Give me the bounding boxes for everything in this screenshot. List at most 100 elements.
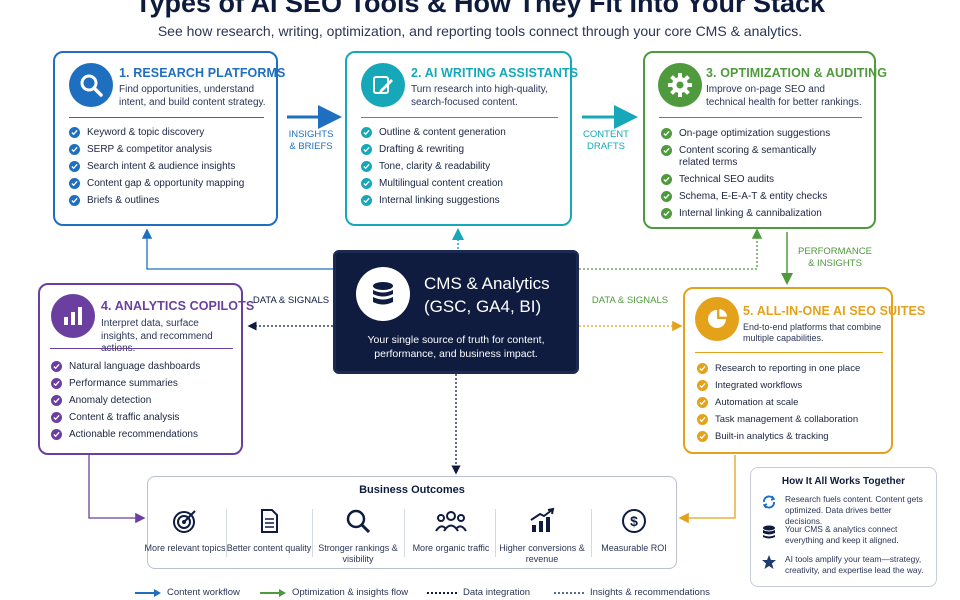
check-icon <box>361 161 372 172</box>
how-item: Your CMS & analytics connect everything … <box>761 524 927 546</box>
card-title: 4. ANALYTICS COPILOTS <box>101 299 255 313</box>
people-icon <box>435 511 467 532</box>
how-item: AI tools amplify your team—strategy, cre… <box>761 554 927 576</box>
check-icon <box>697 397 708 408</box>
card-title: 5. ALL-IN-ONE AI SEO SUITES <box>743 304 926 318</box>
bullet-list: On-page optimization suggestions Content… <box>661 128 836 225</box>
outcome-label: Measurable ROI <box>601 543 667 553</box>
list-item: Built-in analytics & tracking <box>697 431 887 443</box>
check-icon <box>697 363 708 374</box>
list-item: Search intent & audience insights <box>69 161 269 173</box>
bullet-list: Outline & content generation Drafting & … <box>361 127 566 212</box>
check-icon <box>51 395 62 406</box>
outcome-label: More organic traffic <box>412 543 490 553</box>
arrow-cms-to-optimization <box>579 228 763 270</box>
list-item: Briefs & outlines <box>69 195 269 207</box>
divider <box>591 509 592 557</box>
divider <box>226 509 227 557</box>
cms-analytics-hub[interactable]: CMS & Analytics (GSC, GA4, BI) Your sing… <box>333 250 579 374</box>
check-icon <box>69 127 80 138</box>
check-icon <box>661 208 672 219</box>
database-icon <box>356 267 410 321</box>
check-icon <box>697 431 708 442</box>
outcome-item: Stronger rankings & visibility <box>314 507 402 565</box>
magnifier-icon <box>69 63 113 107</box>
page-title: Types of AI SEO Tools & How They Fit Int… <box>134 0 826 18</box>
outcome-label: Better content quality <box>226 543 312 553</box>
card-divider <box>50 348 233 349</box>
card-divider <box>69 117 264 118</box>
outcome-label: Stronger rankings & visibility <box>318 543 398 564</box>
gear-icon <box>658 63 702 107</box>
check-icon <box>361 195 372 206</box>
check-icon <box>697 414 708 425</box>
list-item: Natural language dashboards <box>51 361 236 373</box>
card-divider <box>695 352 883 353</box>
flow-label-insights-briefs: INSIGHTS& BRIEFS <box>288 129 334 152</box>
legend-insights-recommendations: Insights & recommendations <box>554 587 710 598</box>
check-icon <box>661 174 672 185</box>
divider <box>312 509 313 557</box>
check-icon <box>51 412 62 423</box>
list-item: On-page optimization suggestions <box>661 128 836 140</box>
check-icon <box>51 361 62 372</box>
outcome-item: Higher conversions & revenue <box>498 507 586 565</box>
outcome-item: More relevant topics <box>141 507 229 554</box>
how-it-works-panel: How It All Works Together Research fuels… <box>750 467 937 587</box>
check-icon <box>361 127 372 138</box>
search-icon <box>346 509 371 534</box>
card-description: Improve on-page SEO and technical health… <box>706 84 862 108</box>
flow-label-data-signals-left: DATA & SIGNALS <box>252 295 330 306</box>
card-research-platforms[interactable]: 1. RESEARCH PLATFORMS Find opportunities… <box>53 51 285 226</box>
bullet-list: Natural language dashboards Performance … <box>51 361 236 446</box>
card-title: 1. RESEARCH PLATFORMS <box>119 66 286 80</box>
divider <box>495 509 496 557</box>
business-outcomes-panel: Business Outcomes More relevant topics B… <box>144 476 677 569</box>
check-icon <box>361 144 372 155</box>
check-icon <box>697 380 708 391</box>
list-item: Integrated workflows <box>697 380 887 392</box>
bar-chart-icon <box>51 294 95 338</box>
list-item: Task management & collaboration <box>697 414 887 426</box>
divider <box>404 509 405 557</box>
legend-content-workflow: Content workflow <box>135 587 240 598</box>
pencil-icon <box>361 63 405 107</box>
card-description: Interpret data, surface insights, and re… <box>101 318 213 354</box>
card-title: 3. OPTIMIZATION & AUDITING <box>706 66 888 80</box>
list-item: Performance summaries <box>51 378 236 390</box>
growth-chart-icon <box>530 507 555 532</box>
database-icon <box>763 525 775 539</box>
how-title: How It All Works Together <box>781 476 906 487</box>
card-title: 2. AI WRITING ASSISTANTS <box>411 66 579 80</box>
list-item: Drafting & rewriting <box>361 144 566 156</box>
card-all-in-one-suites[interactable]: 5. ALL-IN-ONE AI SEO SUITES End-to-end p… <box>683 287 925 454</box>
cycle-icon <box>762 495 776 509</box>
legend-data-integration: Data integration <box>427 587 531 598</box>
list-item: Tone, clarity & readability <box>361 161 566 173</box>
list-item: Research to reporting in one place <box>697 363 887 375</box>
card-analytics-copilots[interactable]: 4. ANALYTICS COPILOTS Interpret data, su… <box>38 283 254 455</box>
outcome-item: Better content quality <box>225 507 313 554</box>
card-description: End-to-end platforms that combine multip… <box>743 322 882 343</box>
outcome-label: More relevant topics <box>144 543 226 553</box>
list-item: Content & traffic analysis <box>51 412 236 424</box>
check-icon <box>661 128 672 139</box>
outcome-item: More organic traffic <box>407 507 495 554</box>
how-item: Research fuels content. Content gets opt… <box>761 494 927 527</box>
card-optimization-auditing[interactable]: 3. OPTIMIZATION & AUDITING Improve on-pa… <box>643 51 887 229</box>
cms-title-line2: (GSC, GA4, BI) <box>424 297 542 316</box>
star-icon <box>762 555 776 569</box>
card-ai-writing-assistants[interactable]: 2. AI WRITING ASSISTANTS Turn research i… <box>345 51 578 226</box>
list-item: SERP & competitor analysis <box>69 144 269 156</box>
check-icon <box>51 429 62 440</box>
card-divider <box>361 117 558 118</box>
list-item: Internal linking & cannibalization <box>661 208 836 220</box>
list-item: Anomaly detection <box>51 395 236 407</box>
arrow-cms-to-research <box>141 228 333 270</box>
list-item: Schema, E-E-A-T & entity checks <box>661 191 836 203</box>
list-item: Outline & content generation <box>361 127 566 139</box>
list-item: Keyword & topic discovery <box>69 127 269 139</box>
card-description: Turn research into high-quality, search-… <box>411 84 548 108</box>
bullet-list: Keyword & topic discovery SERP & competi… <box>69 127 269 212</box>
